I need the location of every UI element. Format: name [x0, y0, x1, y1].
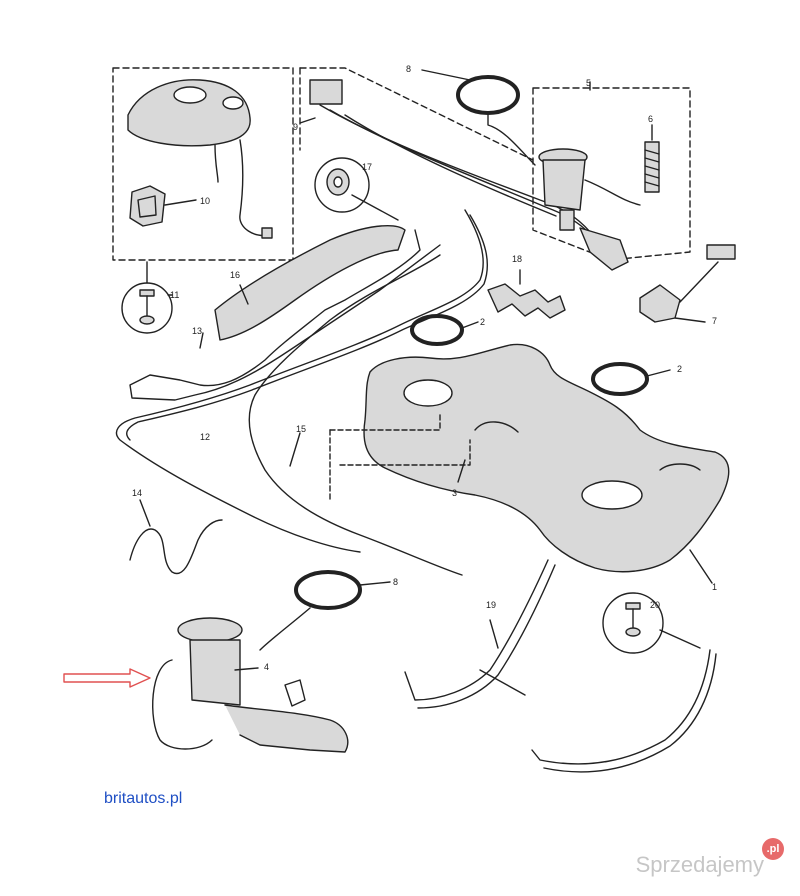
- part-10-clip: [129, 185, 197, 227]
- inset-box-pipes: [299, 67, 534, 161]
- callout-12: 12: [200, 432, 210, 442]
- part-9-pipe-bundle: [299, 79, 603, 251]
- pointer-arrow: [63, 668, 151, 688]
- callout-11: 11: [170, 290, 179, 300]
- part-13-pipe: [129, 229, 441, 401]
- callout-5: 5: [586, 78, 591, 88]
- seal-ring-2a: [410, 314, 479, 346]
- callout-13: 13: [192, 326, 202, 336]
- callout-16: 16: [230, 270, 240, 280]
- seal-ring-2b: [591, 362, 671, 396]
- part-11-bolt: [121, 261, 173, 334]
- site-label: britautos.pl: [104, 790, 183, 807]
- callout-19: 19: [486, 600, 496, 610]
- part-4-fuel-pump: [152, 617, 349, 753]
- callout-2a: 2: [480, 317, 485, 327]
- callout-3: 3: [452, 488, 457, 498]
- callout-20: 20: [650, 600, 660, 610]
- part-1-fuel-tank: [363, 343, 730, 584]
- part-17-grommet: [314, 157, 399, 221]
- callout-9: 9: [293, 122, 298, 132]
- part-7-clip: [639, 244, 736, 323]
- part-14-hose: [129, 519, 223, 575]
- part-16-heat-shield: [214, 225, 406, 341]
- part-12-pipe: [115, 209, 484, 553]
- part-19-strap: [404, 559, 556, 709]
- callout-10: 10: [200, 196, 210, 206]
- callout-8b: 8: [393, 577, 398, 587]
- part-5-sender-unit: [538, 81, 641, 271]
- callout-14: 14: [132, 488, 142, 498]
- callout-8a: 8: [406, 64, 411, 74]
- inset-box-sender: [532, 87, 691, 261]
- seal-ring-8-top: [421, 69, 536, 166]
- watermark-text: Sprzedajemy: [635, 852, 764, 877]
- callout-15: 15: [296, 424, 306, 434]
- callout-6: 6: [648, 114, 653, 124]
- part-6-spring: [644, 124, 660, 193]
- part-15-pipe: [248, 254, 463, 576]
- callout-7: 7: [712, 316, 717, 326]
- callout-1: 1: [712, 582, 717, 592]
- seal-ring-8-bottom: [259, 570, 391, 651]
- callout-4: 4: [264, 662, 269, 672]
- filler-neck-assembly: [127, 79, 273, 239]
- part-20-bolt: [531, 592, 717, 773]
- inset-box-filler: [112, 67, 294, 261]
- part-3-leader: [329, 414, 471, 501]
- part-18-strap: [487, 269, 566, 319]
- callout-17: 17: [362, 162, 372, 172]
- callout-2b: 2: [677, 364, 682, 374]
- watermark-badge: .pl: [762, 838, 784, 860]
- callout-18: 18: [512, 254, 522, 264]
